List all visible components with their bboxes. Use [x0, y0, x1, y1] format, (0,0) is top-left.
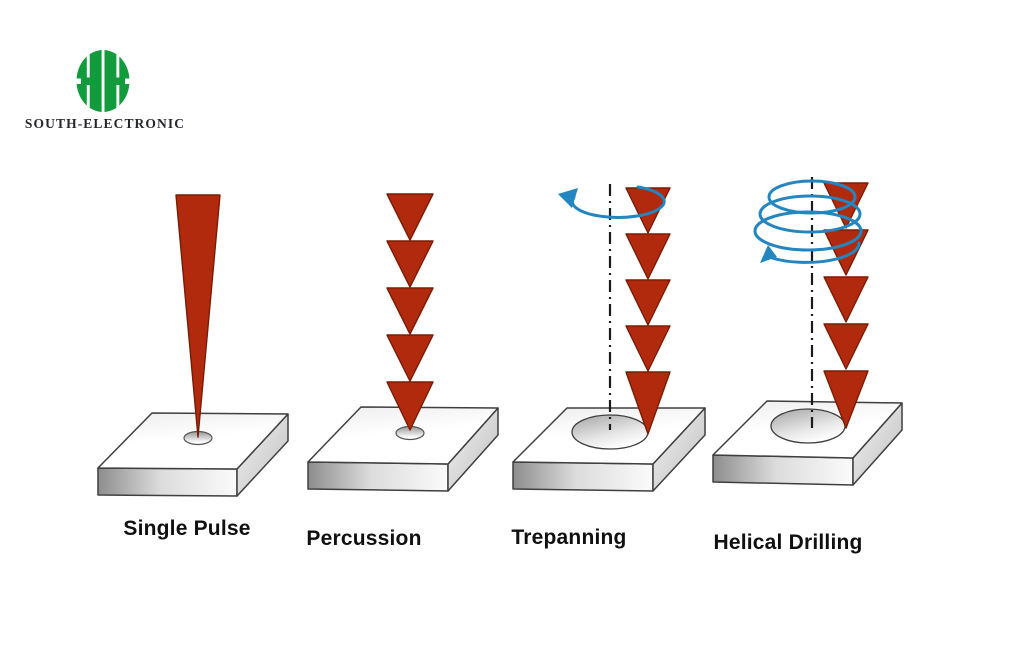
- method-label-single-pulse: Single Pulse: [123, 517, 251, 540]
- method-label-trepanning: Trepanning: [511, 526, 627, 549]
- method-label-percussion: Percussion: [306, 527, 422, 550]
- single-pulse-illustration: [97, 194, 289, 497]
- company-name: SOUTH-ELECTRONIC: [24, 116, 186, 131]
- circular-rotation-arrow-icon: [570, 185, 666, 219]
- helical-spiral-arrowhead: [760, 245, 777, 263]
- drilled-hole-large: [571, 414, 649, 450]
- workpiece-slab: [512, 407, 706, 492]
- helical-spiral-arrow-icon: [753, 179, 863, 264]
- hh-monogram-icon: [76, 50, 130, 112]
- drilled-hole-large: [770, 408, 846, 444]
- workpiece-slab: [712, 400, 903, 486]
- workpiece-slab: [307, 406, 499, 492]
- pulse-train-icon: [823, 182, 869, 429]
- trepanning-illustration: [512, 184, 706, 492]
- single-pulse-beam-icon: [175, 194, 221, 438]
- percussion-illustration: [307, 193, 499, 492]
- method-label-helical-drilling: Helical Drilling: [713, 531, 863, 554]
- workpiece-slab: [97, 412, 289, 497]
- company-logo-icon: [76, 50, 130, 112]
- helical-drilling-illustration: [712, 177, 903, 486]
- circular-rotation-arrowhead: [558, 188, 578, 208]
- pulse-train-icon: [386, 193, 434, 431]
- pulse-train-icon: [625, 187, 671, 435]
